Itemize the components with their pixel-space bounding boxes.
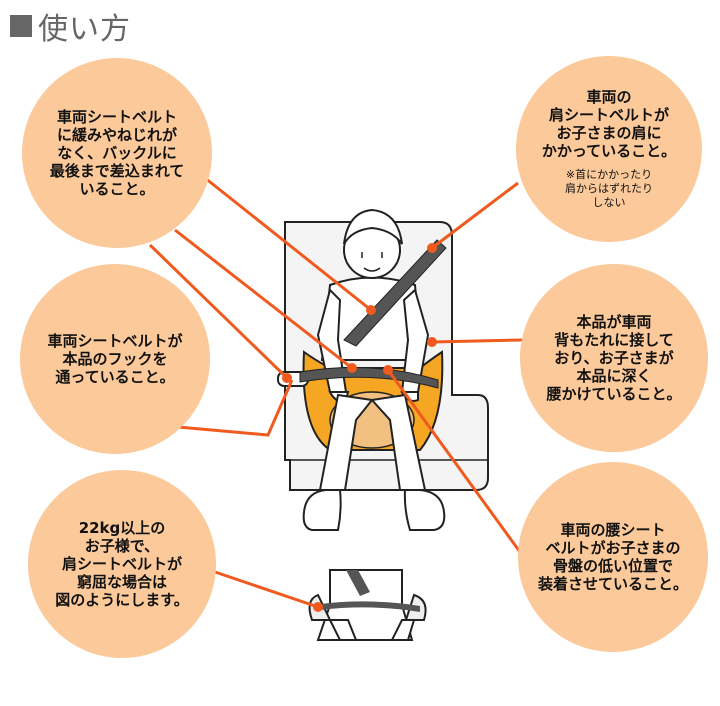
callout-lap-belt-text: 車両の腰シート ベルトがお子さまの 骨盤の低い位置で 装着させていること。 [537, 521, 688, 593]
callout-over-22kg: 22kg以上の お子様で、 肩シートベルトが 窮屈な場合は 図のようにします。 [28, 470, 216, 658]
callout-belt-buckle-text: 車両シートベルト に緩みやねじれが なく、バックルに 最後まで差込まれて いるこ… [49, 108, 185, 198]
callout-hook-text: 車両シートベルトが 本品のフックを 通っていること。 [47, 332, 183, 386]
page-title: 使い方 [10, 4, 131, 48]
callout-shoulder-belt: 車両の 肩シートベルトが お子さまの肩に かかっていること。 ※首にかかったり … [516, 56, 702, 242]
shoulder-belt [343, 239, 447, 347]
callout-shoulder-note: ※首にかかったり 肩からはずれたり しない [565, 168, 653, 209]
callout-belt-buckle: 車両シートベルト に緩みやねじれが なく、バックルに 最後まで差込まれて いるこ… [22, 58, 212, 248]
callout-seat-back: 本品が車両 背もたれに接して おり、お子さまが 本品に深く 腰かけていること。 [520, 264, 708, 452]
title-text: 使い方 [38, 12, 131, 47]
callout-seat-back-text: 本品が車両 背もたれに接して おり、お子さまが 本品に深く 腰かけていること。 [546, 313, 682, 403]
square-bullet-icon [10, 15, 32, 37]
callout-over-22kg-text: 22kg以上の お子様で、 肩シートベルトが 窮屈な場合は 図のようにします。 [55, 519, 189, 609]
callout-hook: 車両シートベルトが 本品のフックを 通っていること。 [20, 264, 210, 454]
callout-shoulder-belt-text: 車両の 肩シートベルトが お子さまの肩に かかっていること。 [541, 88, 677, 160]
callout-lap-belt: 車両の腰シート ベルトがお子さまの 骨盤の低い位置で 装着させていること。 [518, 462, 708, 652]
